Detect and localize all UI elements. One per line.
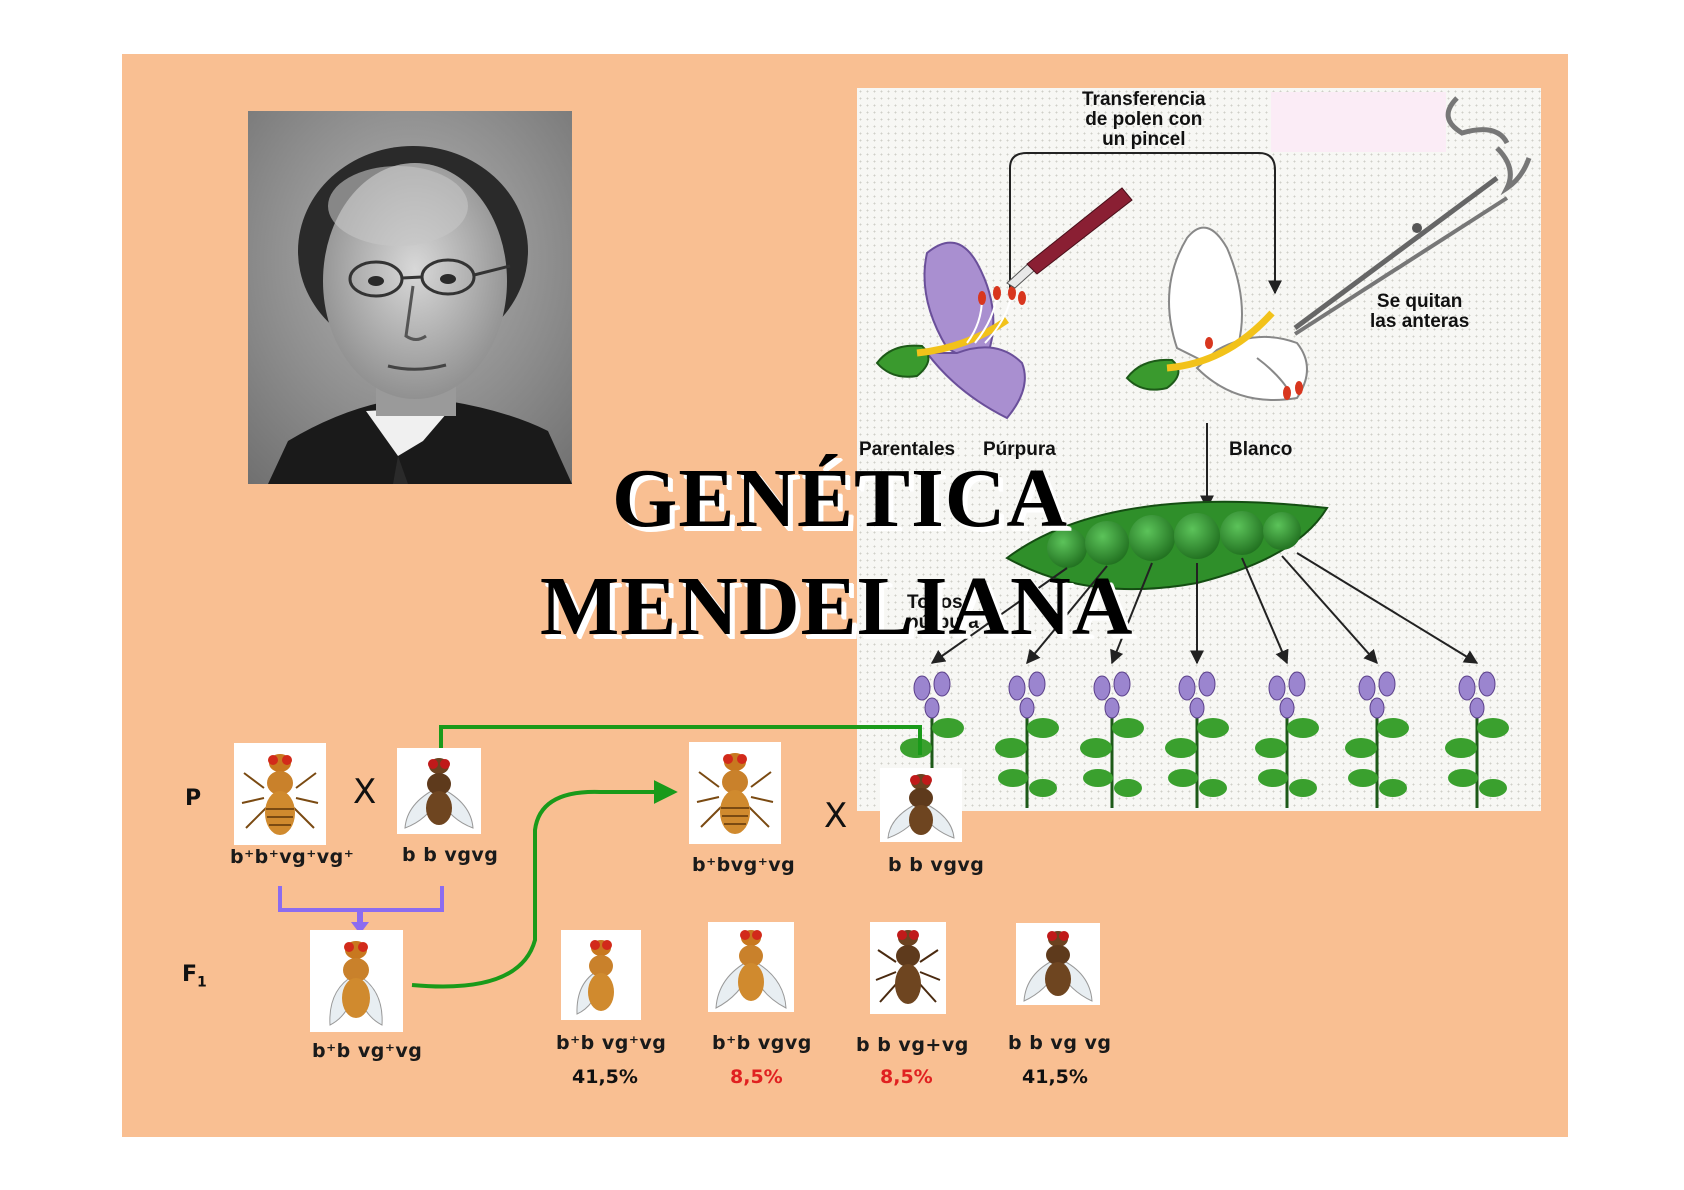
fly-testcross-female bbox=[689, 742, 781, 844]
white-flower bbox=[1125, 226, 1308, 401]
label-generation-f1: F1 bbox=[182, 962, 207, 991]
purple-flower bbox=[875, 241, 1026, 420]
percent-offspring-4: 41,5% bbox=[1022, 1066, 1088, 1088]
label-purpura: Púrpura bbox=[983, 439, 1056, 460]
percent-offspring-3: 8,5% bbox=[880, 1066, 933, 1088]
pea-cross-diagram: Transferencia de polen con un pincel Se … bbox=[857, 88, 1541, 811]
label-generation-p: P bbox=[185, 786, 202, 811]
genotype-p-male: b b vgvg bbox=[402, 844, 499, 866]
genotype-testcross-female: b⁺bvg⁺vg bbox=[692, 854, 796, 876]
genotype-testcross-male: b b vgvg bbox=[888, 854, 985, 876]
fly-offspring-4 bbox=[1016, 923, 1100, 1005]
label-remove-anthers: Se quitan las anteras bbox=[1370, 291, 1470, 332]
fly-testcross-male bbox=[880, 768, 962, 842]
genotype-f1: b⁺b vg⁺vg bbox=[312, 1040, 423, 1062]
genotype-p-female: b⁺b⁺vg⁺vg⁺ bbox=[230, 846, 355, 868]
title-line-1: GENÉTICA bbox=[612, 452, 1069, 545]
mendel-portrait bbox=[248, 111, 572, 484]
genotype-offspring-3: b b vg+vg bbox=[856, 1034, 969, 1056]
genotype-offspring-2: b⁺b vgvg bbox=[712, 1032, 812, 1054]
cross-symbol-testcross: X bbox=[824, 796, 848, 836]
fly-offspring-3 bbox=[870, 922, 946, 1014]
fly-offspring-2 bbox=[708, 922, 794, 1012]
title-line-2: MENDELIANA bbox=[540, 560, 1134, 653]
scissors-illustration bbox=[1293, 96, 1532, 336]
paintbrush bbox=[1006, 187, 1133, 289]
percent-offspring-2: 8,5% bbox=[730, 1066, 783, 1088]
cross-symbol-p: X bbox=[353, 772, 377, 812]
percent-offspring-1: 41,5% bbox=[572, 1066, 638, 1088]
label-pollen-transfer: Transferencia de polen con un pincel bbox=[1082, 89, 1206, 150]
label-blanco: Blanco bbox=[1229, 439, 1293, 460]
pea-pod bbox=[1005, 500, 1329, 591]
pea-plants bbox=[900, 671, 1509, 808]
fly-f1 bbox=[310, 930, 403, 1032]
genotype-offspring-1: b⁺b vg⁺vg bbox=[556, 1032, 667, 1054]
genotype-offspring-4: b b vg vg bbox=[1008, 1032, 1112, 1054]
fly-p-male bbox=[397, 748, 481, 834]
fly-offspring-1 bbox=[561, 930, 641, 1020]
fly-p-female bbox=[234, 743, 326, 845]
label-todos-purpura: Todos púrpura bbox=[907, 592, 979, 633]
label-parentales: Parentales bbox=[859, 439, 956, 460]
label-f: F bbox=[869, 603, 881, 624]
